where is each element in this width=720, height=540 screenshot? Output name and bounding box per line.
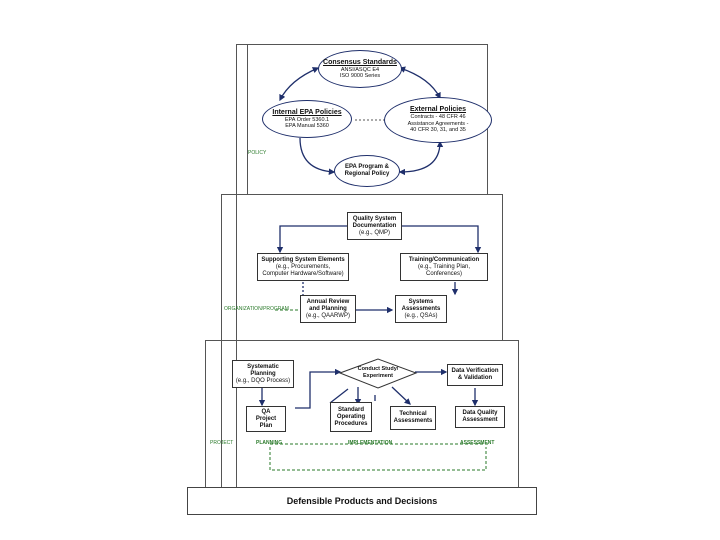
internal-epa-policies-oval: Internal EPA Policies EPA Order 5360.1 E… (262, 100, 352, 138)
external-line-2: Assistance Agreements - (407, 120, 469, 127)
systems-title: Systems (408, 298, 434, 305)
qsd-title: Quality System (352, 215, 397, 222)
annual-title: Annual Review (306, 298, 350, 305)
annual-title-2: and Planning (309, 305, 347, 312)
defensible-products-bar: Defensible Products and Decisions (187, 487, 537, 515)
verification-title: Data Verification (451, 368, 499, 374)
dqa-title-2: Assessment (462, 417, 498, 423)
pillar-line-left-top (236, 44, 237, 490)
organization-side-label: ORGANIZATION/PROGRAM (224, 306, 289, 312)
consensus-line-2: ISO 9000 Series (339, 73, 381, 79)
qsd-title-2: Documentation (352, 222, 397, 229)
conduct-study-label: Conduct Study/ Experiment (352, 366, 404, 379)
phase-assessment: ASSESSMENT (460, 440, 495, 446)
training-line-1: (e.g., Training Plan, (417, 263, 471, 270)
external-line-1: Contracts - 48 CFR 46 (410, 114, 466, 121)
systematic-title-2: Planning (250, 370, 276, 377)
sop-box: Standard Operating Procedures (330, 402, 372, 432)
training-title: Training/Communication (408, 256, 480, 263)
qa-title-2: Project Plan (255, 415, 277, 429)
consensus-line-1: ANSI/ASQC E4 (340, 66, 380, 73)
consensus-standards-title: Consensus Standards (323, 58, 397, 66)
external-line-3: 40 CFR 30, 31, and 35 (410, 127, 466, 134)
external-title: External Policies (409, 106, 467, 114)
conduct-title: Conduct Study/ (357, 366, 399, 372)
training-communication-box: Training/Communication (e.g., Training P… (400, 253, 488, 281)
qa-title: QA (261, 408, 271, 415)
sop-title-2: Operating (336, 413, 366, 420)
technical-title: Technical (399, 411, 427, 417)
annual-review-box: Annual Review and Planning (e.g., QAARWP… (300, 295, 356, 323)
external-policies-oval: External Policies Contracts - 48 CFR 46 … (384, 97, 492, 143)
supporting-line-2: Computer Hardware/Software) (262, 270, 344, 277)
program-title: EPA Program & (344, 164, 389, 170)
conduct-title-2: Experiment (363, 372, 393, 379)
data-quality-assessment-box: Data Quality Assessment (455, 406, 505, 428)
footer-title: Defensible Products and Decisions (286, 496, 438, 506)
sop-title-3: Procedures (334, 420, 368, 427)
consensus-standards-oval: Consensus Standards ANSI/ASQC E4 ISO 900… (318, 50, 402, 88)
technical-title-2: Assessments (393, 418, 433, 424)
phase-planning: PLANNING (256, 440, 283, 446)
annual-sub: (e.g., QAARWP) (306, 312, 350, 319)
program-title-2: Regional Policy (344, 171, 390, 177)
systematic-title: Systematic (247, 363, 279, 370)
systems-assessments-box: Systems Assessments (e.g., QSAs) (395, 295, 447, 323)
systems-sub: (e.g., QSAs) (404, 312, 438, 319)
internal-line-1: EPA Order 5360.1 (284, 116, 330, 123)
pillar-line-left-top2 (247, 44, 248, 194)
pillar-line-left-outer (205, 340, 206, 490)
supporting-title: Supporting System Elements (261, 256, 345, 263)
quality-system-documentation-box: Quality System Documentation (e.g., QMP) (347, 212, 402, 240)
training-line-2: Conferences) (425, 270, 463, 277)
epa-program-oval: EPA Program & Regional Policy (334, 155, 400, 187)
sop-title: Standard (337, 406, 364, 413)
policy-side-label: POLICY (248, 150, 267, 156)
supporting-line-1: (e.g., Procurements, (275, 263, 331, 270)
internal-title: Internal EPA Policies (272, 108, 342, 116)
technical-assessments-box: Technical Assessments (390, 406, 436, 430)
data-verification-box: Data Verification & Validation (447, 364, 503, 386)
systematic-planning-box: Systematic Planning (e.g., DQO Process) (232, 360, 294, 388)
qa-project-plan-box: QA Project Plan (246, 406, 286, 432)
qsd-sub: (e.g., QMP) (358, 229, 390, 236)
project-side-label: PROJECT (210, 440, 234, 446)
systems-title-2: Assessments (401, 305, 441, 312)
systematic-sub: (e.g., DQO Process) (235, 377, 291, 384)
pillar-line-left-inner (221, 194, 222, 490)
phase-implementation: IMPLEMENTATION (348, 440, 393, 446)
dqa-title: Data Quality (462, 410, 498, 416)
verification-title-2: & Validation (457, 375, 493, 381)
internal-line-2: EPA Manual 5360 (285, 123, 329, 129)
supporting-system-elements-box: Supporting System Elements (e.g., Procur… (257, 253, 349, 281)
